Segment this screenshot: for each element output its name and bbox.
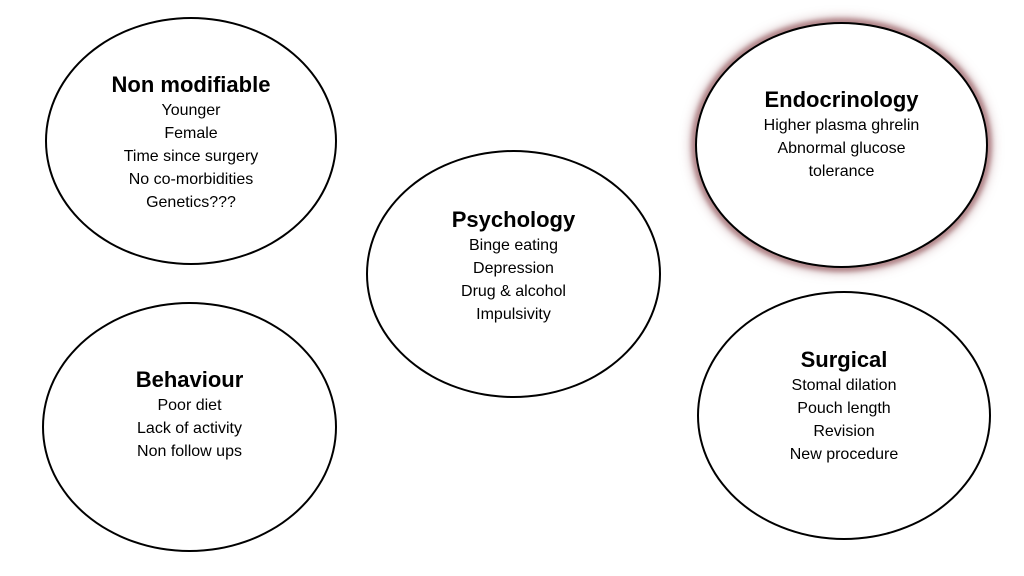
bubble-item-list: Younger Female Time since surgery No co-…	[124, 99, 259, 214]
bubble-item: New procedure	[789, 446, 899, 463]
bubble-item-list: Binge eating Depression Drug & alcohol I…	[461, 234, 566, 326]
bubble-item-list: Higher plasma ghrelin Abnormal glucose t…	[764, 114, 920, 183]
endocrinology-bubble: Endocrinology Higher plasma ghrelin Abno…	[695, 22, 988, 268]
bubble-title: Behaviour	[135, 367, 244, 392]
behaviour-bubble: Behaviour Poor diet Lack of activity Non…	[42, 302, 337, 552]
bubble-item: Female	[164, 125, 218, 142]
bubble-item-list: Poor diet Lack of activity Non follow up…	[137, 394, 242, 463]
bubble-item: Pouch length	[797, 400, 891, 417]
bubble-item: Genetics???	[146, 194, 236, 211]
bubble-item: Younger	[161, 102, 221, 119]
bubble-item: No co-morbidities	[128, 171, 254, 188]
bubble-title: Endocrinology	[764, 87, 919, 112]
bubble-item: Abnormal glucose	[777, 140, 906, 157]
bubble-title: Non modifiable	[111, 72, 271, 97]
bubble-item: Impulsivity	[476, 306, 551, 323]
bubble-item: tolerance	[808, 163, 875, 180]
bubble-title: Psychology	[451, 207, 576, 232]
bubble-item: Poor diet	[157, 397, 222, 414]
bubble-item: Non follow ups	[137, 443, 242, 460]
bubble-item: Stomal dilation	[791, 377, 897, 394]
bubble-item: Drug & alcohol	[461, 283, 566, 300]
bubble-item: Higher plasma ghrelin	[763, 117, 920, 134]
bubble-item: Binge eating	[469, 237, 558, 254]
psychology-bubble: Psychology Binge eating Depression Drug …	[366, 150, 661, 398]
bubble-title: Surgical	[800, 347, 888, 372]
bubble-item-list: Stomal dilation Pouch length Revision Ne…	[790, 374, 899, 466]
bubble-item: Time since surgery	[123, 148, 259, 165]
surgical-bubble: Surgical Stomal dilation Pouch length Re…	[697, 291, 991, 540]
bubble-item: Lack of activity	[137, 420, 242, 437]
non-modifiable-bubble: Non modifiable Younger Female Time since…	[45, 17, 337, 265]
bubble-item: Revision	[813, 423, 875, 440]
bubble-item: Depression	[473, 260, 554, 277]
